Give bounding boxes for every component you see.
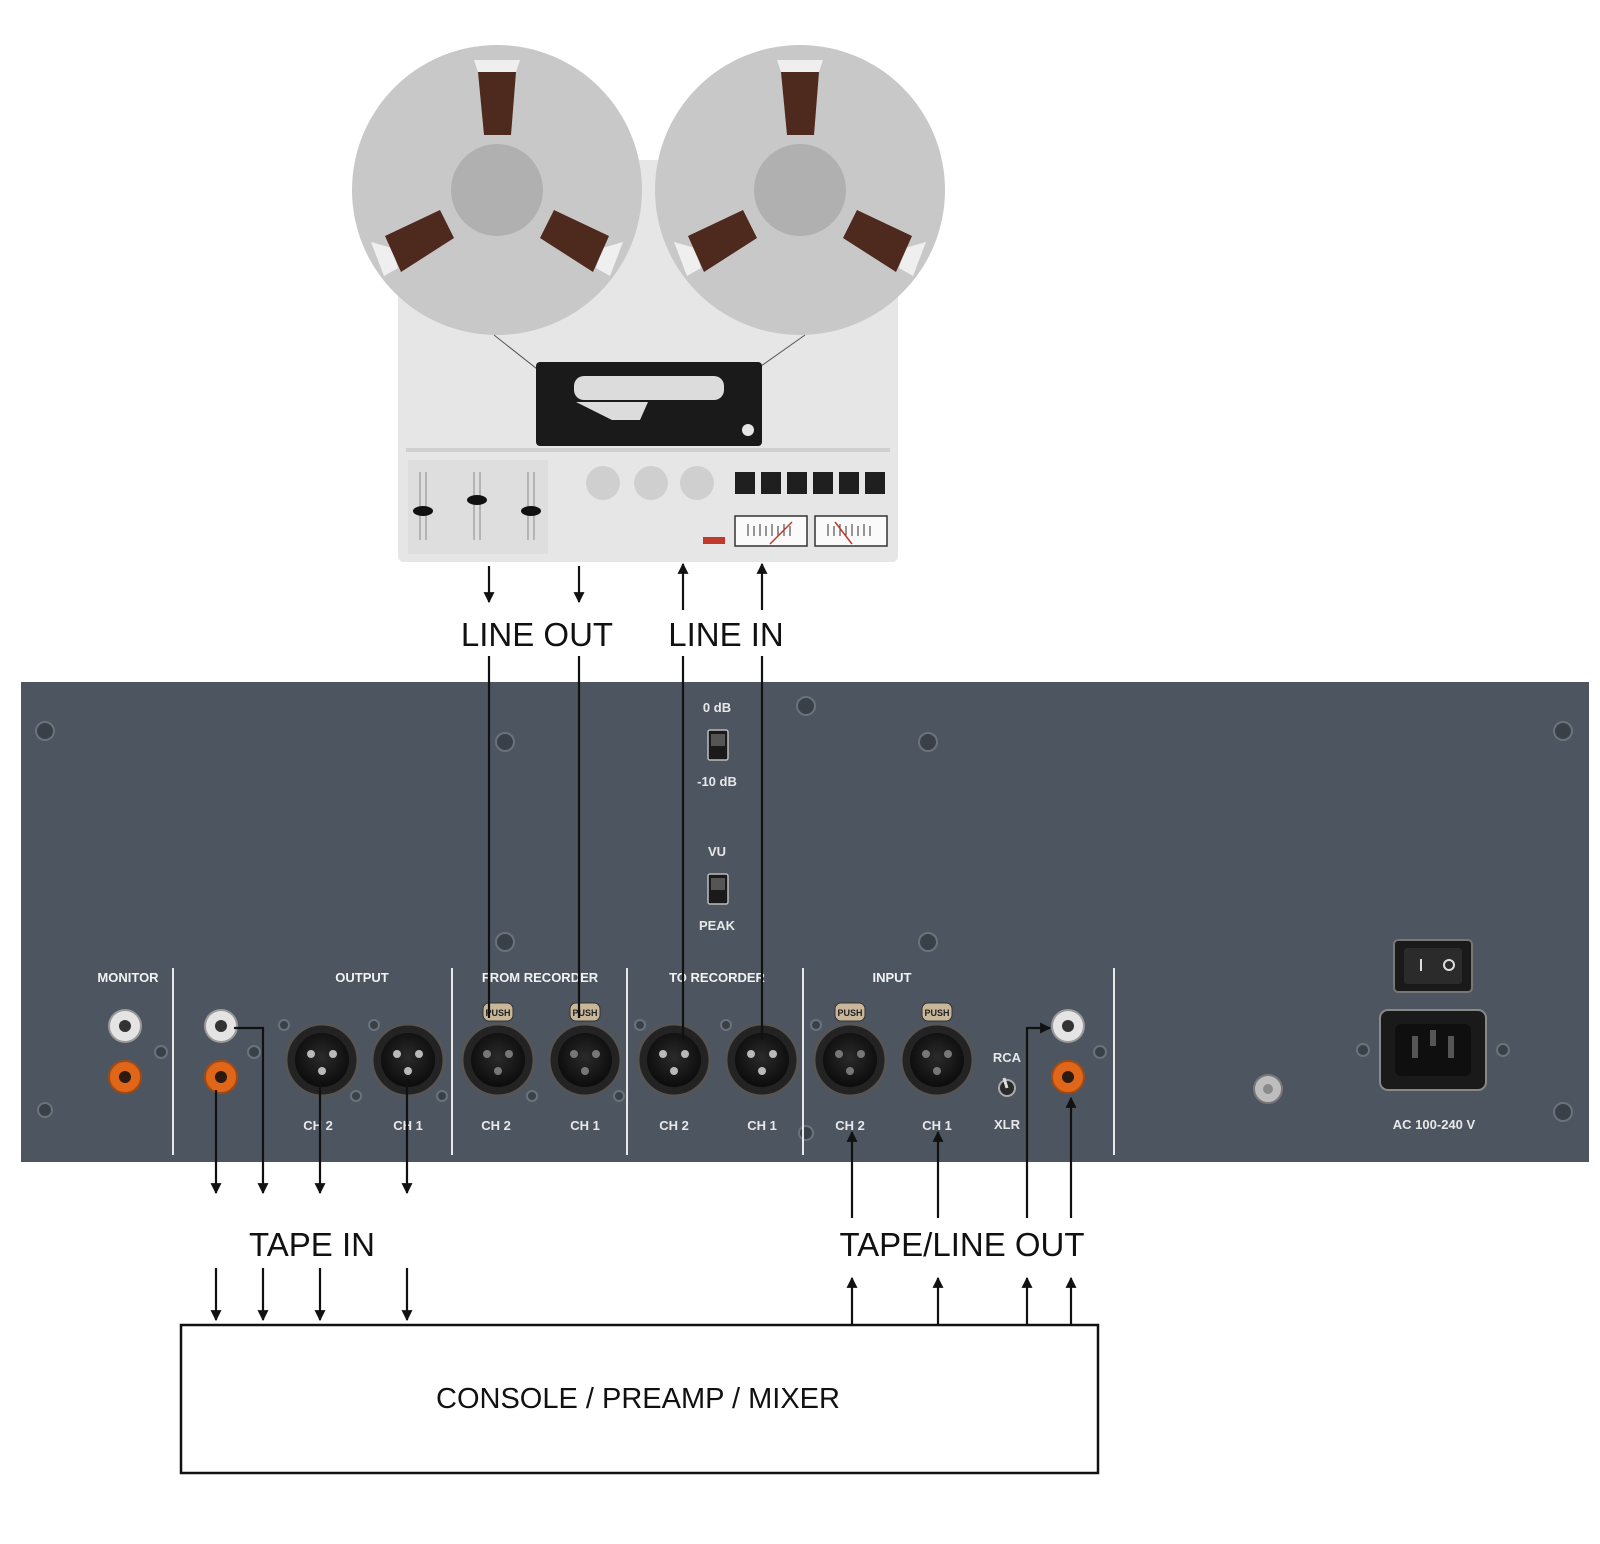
transport-buttons (735, 472, 885, 494)
from-recorder-xlr-ch2[interactable]: PUSH (460, 1002, 538, 1102)
line-out-label: LINE OUT (461, 616, 613, 653)
vu-meter-left (734, 515, 808, 547)
level-switch[interactable]: 0 dB -10 dB (697, 700, 737, 789)
to-recorder-xlr-ch1[interactable] (720, 1019, 800, 1098)
input-xlr-ch1[interactable]: PUSH (899, 1002, 975, 1098)
deck-knobs (586, 466, 714, 500)
from-ch1-label: CH 1 (570, 1118, 600, 1133)
section-from-recorder: FROM RECORDER (482, 970, 599, 985)
section-dividers (172, 968, 1115, 1155)
power-label: AC 100-240 V (1393, 1117, 1476, 1132)
console-box: CONSOLE / PREAMP / MIXER (179, 1323, 1100, 1475)
svg-text:RCA: RCA (993, 1050, 1022, 1065)
signal-lines (210, 562, 1077, 1325)
svg-text:XLR: XLR (994, 1117, 1021, 1132)
from-recorder-xlr-ch1[interactable]: PUSH (547, 1002, 625, 1102)
output-ch2-label: CH 2 (303, 1118, 333, 1133)
line-in-label: LINE IN (668, 616, 784, 653)
vu-meter-right (814, 515, 888, 547)
output-xlr-ch2[interactable] (278, 1019, 362, 1102)
right-reel (655, 45, 945, 335)
svg-text:PUSH: PUSH (485, 1008, 510, 1018)
svg-text:PUSH: PUSH (572, 1008, 597, 1018)
power-inlet[interactable] (1356, 1009, 1510, 1091)
output-rca-white[interactable] (204, 1009, 238, 1043)
output-rca-orange[interactable] (204, 1060, 238, 1094)
tape-in-label: TAPE IN (249, 1226, 375, 1263)
left-reel (352, 45, 642, 335)
monitor-rca-orange[interactable] (108, 1060, 142, 1094)
section-monitor: MONITOR (97, 970, 159, 985)
monitor-rca-white[interactable] (108, 1009, 142, 1043)
console-label: CONSOLE / PREAMP / MIXER (436, 1383, 840, 1415)
tape-head-block (536, 362, 762, 446)
input-ch1-label: CH 1 (922, 1118, 952, 1133)
section-input: INPUT (873, 970, 912, 985)
svg-text:PUSH: PUSH (837, 1008, 862, 1018)
to-ch2-label: CH 2 (659, 1118, 689, 1133)
to-recorder-xlr-ch2[interactable] (634, 1019, 712, 1098)
power-switch[interactable] (1393, 939, 1473, 993)
svg-text:-10 dB: -10 dB (697, 774, 737, 789)
deck-faders (408, 460, 548, 554)
input-rca-white[interactable] (1051, 1009, 1085, 1043)
svg-text:PEAK: PEAK (699, 918, 736, 933)
meter-mode-switch[interactable]: VU PEAK (699, 844, 736, 933)
section-output: OUTPUT (335, 970, 389, 985)
rca-xlr-switch[interactable]: RCA XLR (993, 1050, 1022, 1132)
record-indicator (703, 537, 725, 544)
input-xlr-ch2[interactable]: PUSH (810, 1002, 888, 1098)
from-ch2-label: CH 2 (481, 1118, 511, 1133)
ground-post[interactable] (1253, 1074, 1283, 1104)
reel-to-reel-tape-deck (352, 45, 945, 562)
section-to-recorder: TO RECORDER (669, 970, 765, 985)
input-ch2-label: CH 2 (835, 1118, 865, 1133)
svg-text:VU: VU (708, 844, 726, 859)
svg-text:PUSH: PUSH (924, 1008, 949, 1018)
input-rca-orange[interactable] (1051, 1060, 1085, 1094)
rear-panel: 0 dB -10 dB VU PEAK MONITOR OUTPUT FROM … (21, 682, 1589, 1162)
tape-line-out-label: TAPE/LINE OUT (839, 1226, 1084, 1263)
to-ch1-label: CH 1 (747, 1118, 777, 1133)
svg-text:0 dB: 0 dB (703, 700, 731, 715)
